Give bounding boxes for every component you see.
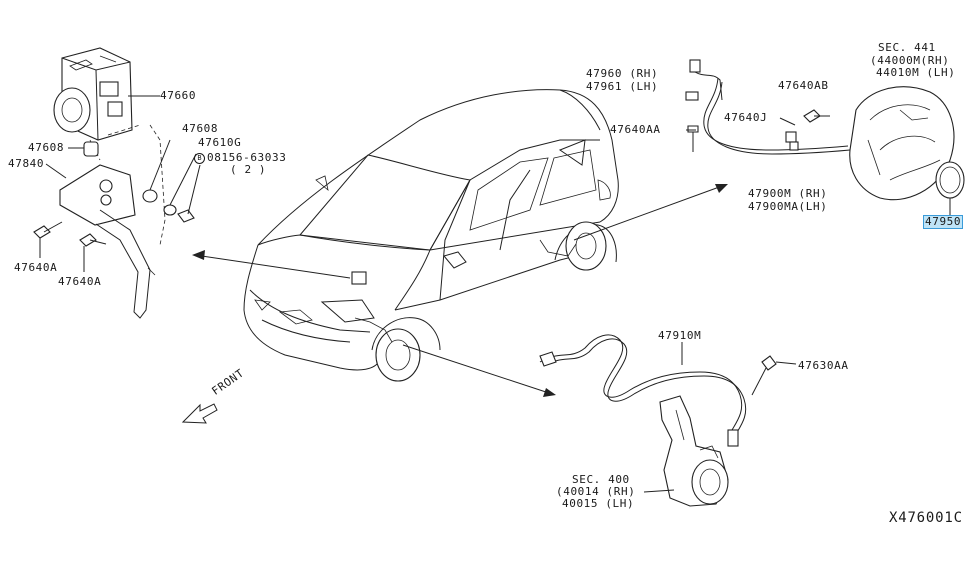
label-47608: 47608	[182, 122, 219, 135]
label-47610g: 47610G	[198, 136, 242, 149]
label-sec441: SEC. 441	[878, 41, 936, 54]
label-47900ma-lh: 47900MA(LH)	[748, 200, 828, 213]
label-47961-lh: 47961 (LH)	[586, 80, 659, 93]
bolt-code-text: 08156-63033	[207, 151, 287, 164]
label-47640ab: 47640AB	[778, 79, 829, 92]
label-47640a-2: 47640A	[58, 275, 102, 288]
label-47840: 47840	[8, 157, 45, 170]
car-illustration	[243, 89, 619, 382]
label-bolt-qty: ( 2 )	[230, 163, 267, 176]
rear-wheel-sensor-assembly	[685, 59, 965, 215]
label-44010m: 44010M (LH)	[876, 66, 956, 79]
label-47640aa: 47640AA	[610, 123, 661, 136]
label-47660: 47660	[160, 89, 197, 102]
abs-actuator-assembly	[33, 47, 201, 319]
label-47900m-rh: 47900M (RH)	[748, 187, 828, 200]
label-40014: (40014 (RH)	[556, 485, 636, 498]
bolt-circle-icon: B	[194, 153, 205, 164]
callout-arrows	[192, 184, 728, 397]
front-wheel-sensor-assembly	[539, 334, 797, 507]
label-44000m: (44000M(RH)	[870, 54, 950, 67]
front-direction-arrow	[181, 403, 218, 424]
label-47608-left: 47608	[28, 141, 65, 154]
label-40015: 40015 (LH)	[562, 497, 635, 510]
label-47910m: 47910M	[658, 329, 702, 342]
label-47950[interactable]: 47950	[923, 215, 964, 229]
diagram-code: X476001C	[889, 510, 963, 526]
label-47640j: 47640J	[724, 111, 768, 124]
label-sec400: SEC. 400	[572, 473, 630, 486]
label-47630aa: 47630AA	[798, 359, 849, 372]
label-47640a-1: 47640A	[14, 261, 58, 274]
label-47960-rh: 47960 (RH)	[586, 67, 659, 80]
